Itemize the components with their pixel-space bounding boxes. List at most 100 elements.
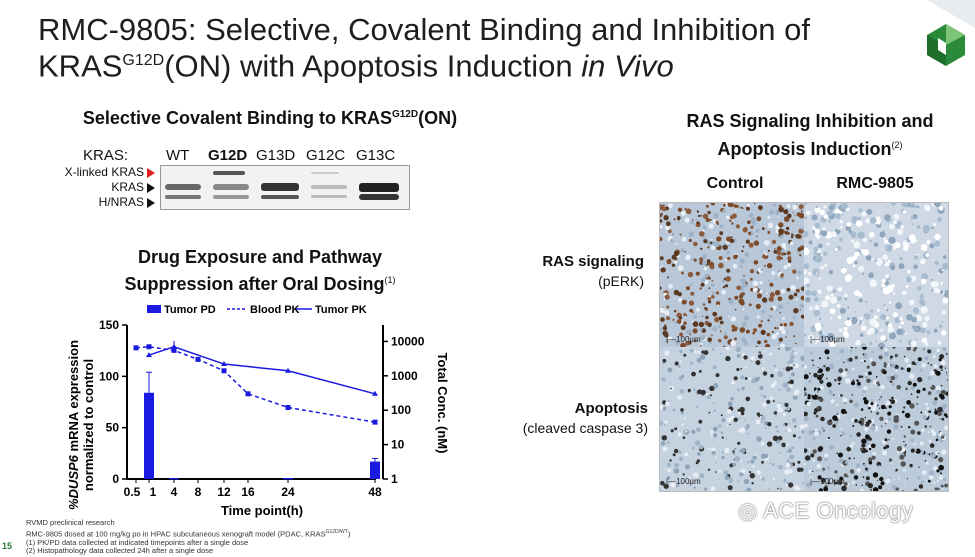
- tissue-speck: [762, 402, 767, 407]
- tissue-speck: [741, 386, 745, 391]
- tissue-speck: [817, 387, 821, 391]
- tissue-speck: [804, 320, 806, 322]
- tissue-speck: [817, 456, 823, 462]
- tissue-speck: [938, 205, 944, 211]
- tissue-speck: [898, 477, 901, 480]
- tissue-speck: [823, 205, 827, 209]
- tissue-speck: [664, 350, 670, 356]
- tissue-speck: [715, 373, 720, 378]
- tissue-speck: [933, 203, 942, 208]
- tissue-speck: [776, 464, 778, 467]
- tissue-speck: [822, 365, 824, 368]
- tissue-speck: [765, 292, 768, 295]
- tissue-speck: [715, 291, 720, 295]
- black-arrow-icon: [147, 197, 155, 208]
- tissue-speck: [764, 343, 771, 347]
- tissue-speck: [837, 296, 842, 301]
- tissue-speck: [853, 402, 859, 408]
- tissue-speck: [725, 355, 731, 362]
- tissue-speck: [880, 396, 882, 398]
- tissue-speck: [819, 379, 824, 384]
- tissue-speck: [858, 208, 863, 213]
- tissue-speck: [939, 354, 944, 359]
- tissue-speck: [790, 354, 795, 360]
- tissue-speck: [832, 424, 837, 428]
- tissue-speck: [747, 231, 752, 236]
- tissue-speck: [853, 457, 855, 459]
- tissue-speck: [759, 385, 764, 390]
- tissue-speck: [884, 239, 889, 244]
- tissue-speck: [740, 367, 742, 370]
- tissue-speck: [824, 453, 829, 458]
- tissue-speck: [842, 397, 848, 403]
- tissue-speck: [693, 314, 698, 319]
- tissue-speck: [816, 469, 818, 472]
- x-axis-label: Time point(h): [221, 503, 303, 518]
- lane-g12c: G12C: [306, 147, 346, 164]
- tissue-speck: [918, 466, 920, 468]
- tissue-speck: [761, 309, 766, 314]
- tissue-speck: [854, 290, 860, 296]
- tissue-speck: [843, 326, 848, 331]
- tissue-speck: [828, 444, 834, 450]
- tissue-speck: [772, 477, 776, 480]
- tissue-speck: [728, 244, 731, 248]
- tissue-speck: [777, 304, 783, 310]
- tissue-speck: [818, 488, 824, 491]
- tissue-speck: [896, 221, 899, 224]
- tissue-speck: [708, 411, 711, 414]
- binding-title-post: (ON): [418, 108, 458, 128]
- binding-title-text: Selective Covalent Binding to KRAS: [82, 108, 392, 128]
- tissue-speck: [690, 291, 695, 296]
- tissue-speck: [701, 254, 708, 260]
- tissue-speck: [764, 264, 766, 267]
- tissue-speck: [730, 316, 737, 322]
- blot-band-kras-g12c: [311, 185, 347, 189]
- tissue-speck: [770, 307, 774, 311]
- tissue-speck: [855, 484, 858, 486]
- tissue-speck: [896, 384, 901, 390]
- tissue-speck: [847, 306, 850, 309]
- tissue-speck: [876, 381, 880, 385]
- tissue-speck: [787, 232, 789, 234]
- tissue-speck: [813, 251, 818, 256]
- tissue-speck: [866, 208, 873, 215]
- tissue-speck: [764, 350, 766, 352]
- row-label-apoptosis-title: Apoptosis: [574, 400, 648, 417]
- tissue-speck: [933, 287, 939, 293]
- tissue-speck: [713, 409, 716, 412]
- tissue-speck: [674, 427, 678, 431]
- tissue-speck: [904, 332, 907, 335]
- tissue-speck: [717, 324, 721, 329]
- tissue-speck: [890, 364, 892, 366]
- tissue-speck: [785, 226, 790, 231]
- tissue-speck: [934, 408, 937, 411]
- tissue-speck: [936, 348, 940, 353]
- tissue-speck: [841, 432, 846, 436]
- tissue-speck: [673, 250, 680, 256]
- tissue-speck: [813, 372, 818, 378]
- tissue-speck: [941, 488, 944, 491]
- tissue-speck: [755, 345, 758, 347]
- tissue-speck: [936, 479, 939, 482]
- tissue-speck: [667, 367, 673, 373]
- tissue-speck: [824, 349, 830, 355]
- tissue-speck: [674, 319, 677, 322]
- tissue-speck: [875, 340, 878, 343]
- tissue-speck: [667, 400, 670, 402]
- apoptosis-title: RAS Signaling Inhibition and Apoptosis I…: [660, 109, 960, 161]
- tissue-speck: [736, 367, 740, 372]
- tissue-speck: [922, 322, 928, 328]
- point-blood-pk: [372, 419, 378, 425]
- tissue-speck: [834, 378, 837, 382]
- tissue-speck: [937, 406, 943, 413]
- tissue-speck: [753, 240, 760, 246]
- tissue-speck: [804, 247, 810, 256]
- tissue-speck: [891, 203, 896, 206]
- tissue-speck: [931, 429, 935, 433]
- tissue-speck: [926, 330, 931, 335]
- tissue-speck: [808, 470, 812, 474]
- tissue-speck: [910, 429, 916, 435]
- histology-control-perk: [660, 203, 804, 347]
- tissue-speck: [727, 409, 732, 414]
